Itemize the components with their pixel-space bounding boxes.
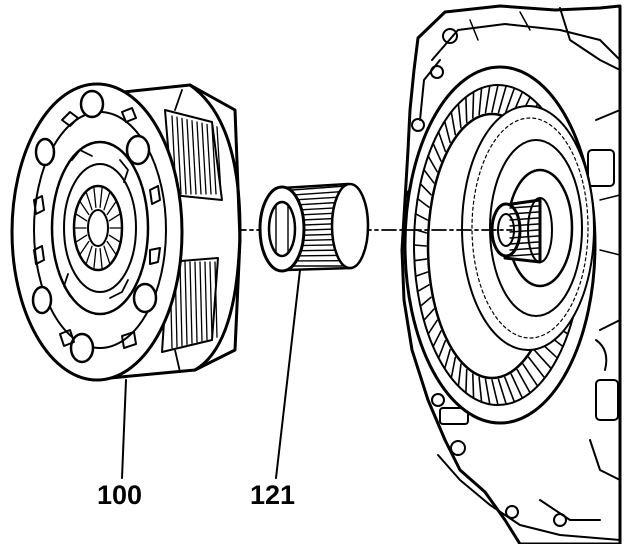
transmission-case (400, 4, 622, 544)
sun-gear-121 (258, 182, 370, 273)
callout-121: 121 (250, 480, 296, 510)
leader-line-121 (275, 269, 301, 479)
callout-100: 100 (97, 480, 143, 510)
leader-line-100 (121, 379, 127, 479)
planet-carrier-100 (10, 82, 242, 382)
